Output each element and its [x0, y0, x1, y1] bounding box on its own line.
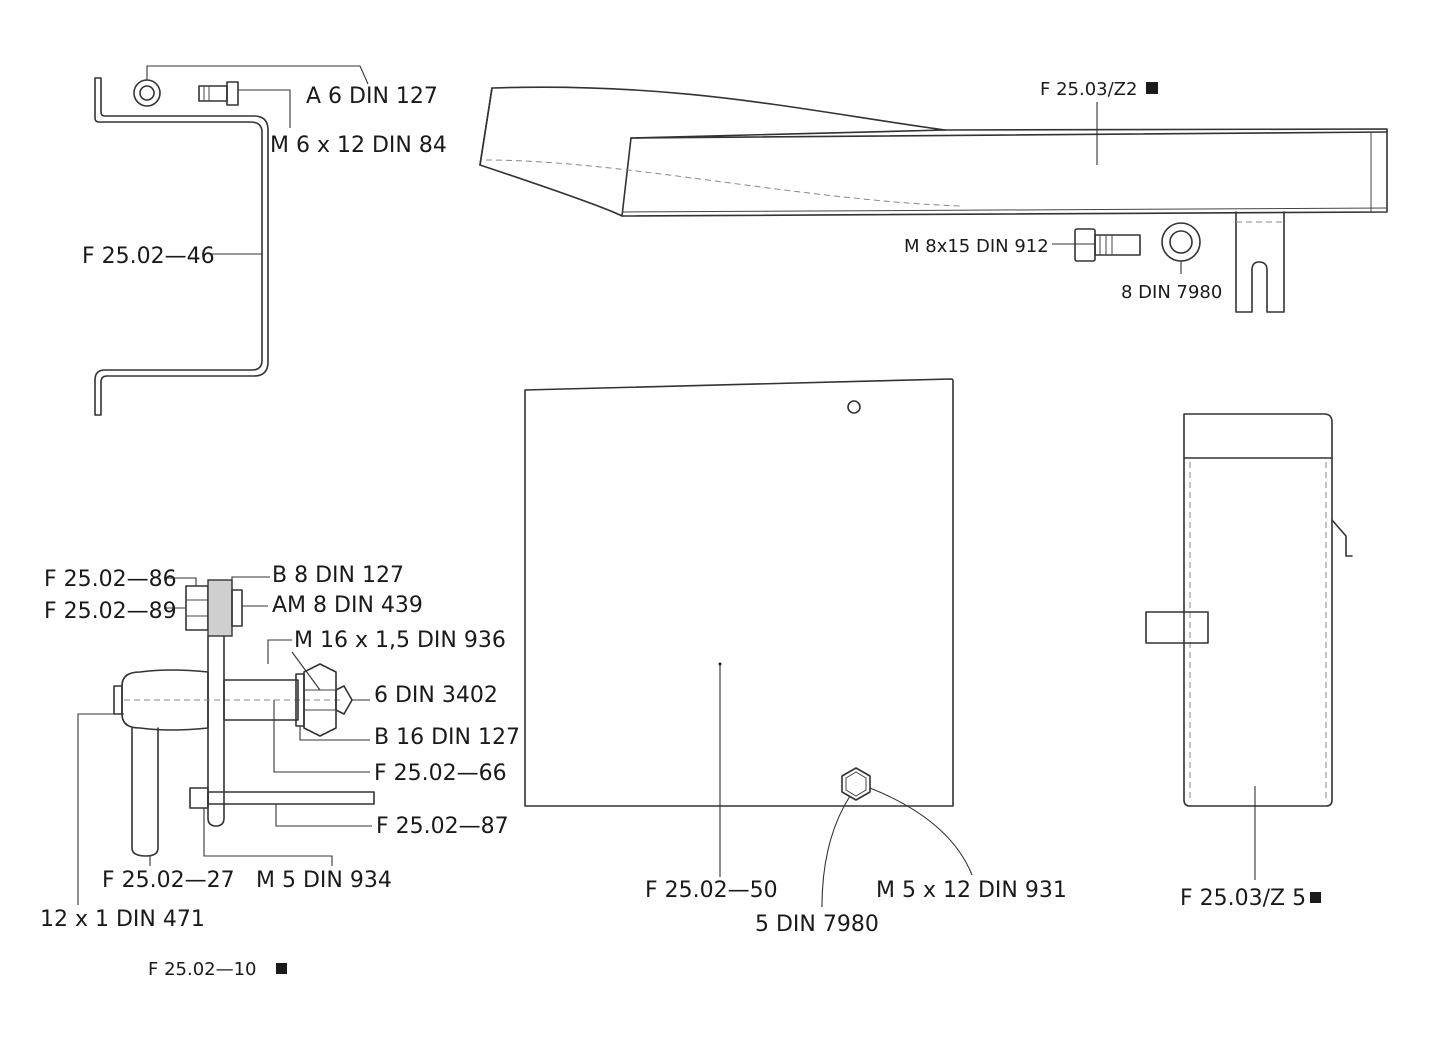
washer-a6-outer: [133, 79, 161, 107]
label-f25-02-89: F 25.02—89: [44, 599, 177, 624]
leader-m6: [238, 89, 291, 128]
channel-front-edge: [479, 86, 1388, 217]
label-m5x12-din931: M 5 x 12 DIN 931: [876, 878, 1067, 903]
bracket-f25-02-46: [94, 65, 369, 416]
plate-hole: [847, 400, 861, 414]
label-f25-02-46: F 25.02—46: [82, 244, 215, 269]
plate-outline: [524, 378, 954, 807]
box-outline: [1183, 413, 1333, 807]
box-f25-03-z5: [1145, 413, 1353, 880]
slotted-tab: [1235, 211, 1285, 313]
label-f25-03-z2: F 25.03/Z2: [1040, 79, 1137, 100]
hub-f25-02-27: [121, 669, 209, 731]
lever-head-section: [207, 579, 233, 637]
label-f25-02-66: F 25.02—66: [374, 761, 507, 786]
label-m8x15-din912: M 8x15 DIN 912: [904, 236, 1049, 257]
label-f25-03-z5: F 25.03/Z 5: [1180, 886, 1306, 911]
washer-a6-inner: [139, 85, 155, 101]
pin-f25-02-87: [207, 791, 375, 805]
label-m5-din934: M 5 DIN 934: [256, 868, 392, 893]
label-a6-din127: A 6 DIN 127: [306, 84, 438, 109]
label-b8-din127: B 8 DIN 127: [272, 563, 404, 588]
label-12x1-din471: 12 x 1 DIN 471: [40, 907, 205, 932]
lever-f25-02-86: [207, 635, 225, 827]
label-m16-din936: M 16 x 1,5 DIN 936: [294, 628, 506, 653]
screw-m6x12: [198, 81, 239, 106]
label-f25-02-27: F 25.02—27: [102, 868, 235, 893]
nipple-din3402: [335, 685, 353, 715]
washer-8-inner: [1169, 230, 1193, 254]
box-tab: [1145, 611, 1209, 644]
label-am8-din439: AM 8 DIN 439: [272, 593, 423, 618]
leader-a6: [146, 65, 369, 85]
shaft-f25-02-66: [223, 679, 299, 721]
label-b16-din127: B 16 DIN 127: [374, 725, 520, 750]
screw-m8x15: [1074, 228, 1141, 262]
washer-b8: [231, 589, 243, 627]
marker-square-z2: [1146, 82, 1158, 94]
channel-f25-03-z2: [479, 86, 1388, 313]
box-clip: [1331, 519, 1353, 557]
handle-f25-02-27: [131, 727, 159, 857]
label-f25-02-10: F 25.02—10: [148, 959, 257, 980]
label-f25-02-87: F 25.02—87: [376, 814, 509, 839]
label-f25-02-86: F 25.02—86: [44, 567, 177, 592]
label-5-din7980: 5 DIN 7980: [755, 912, 879, 937]
assembly-f25-02-10: [77, 576, 375, 905]
plate-f25-02-50: [524, 378, 973, 908]
nut-f25-02-89: [185, 585, 209, 631]
nut-m16: [303, 663, 337, 737]
marker-square-z5: [1310, 892, 1321, 903]
channel-hidden-edge: [485, 159, 961, 207]
z-bracket-outline: [94, 77, 269, 416]
label-m6x12-din84: M 6 x 12 DIN 84: [270, 133, 447, 158]
nut-m5: [189, 787, 209, 809]
washer-8-outer: [1161, 222, 1201, 262]
label-f25-02-50: F 25.02—50: [645, 878, 778, 903]
hex-bolt-m5x12: [841, 767, 871, 801]
marker-square-f25-02-10: [276, 963, 287, 974]
label-6-din3402: 6 DIN 3402: [374, 683, 498, 708]
label-8-din7980: 8 DIN 7980: [1121, 282, 1222, 303]
